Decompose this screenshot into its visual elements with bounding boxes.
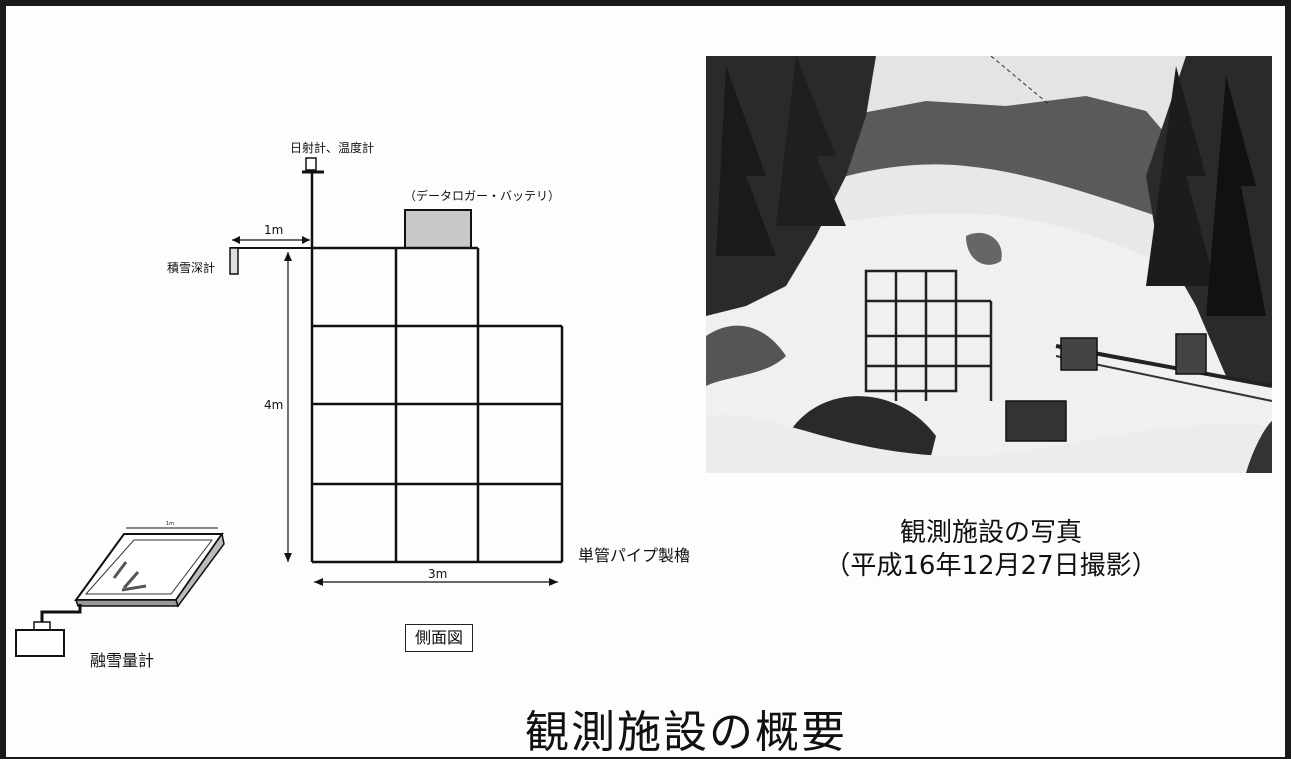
facility-photo <box>706 56 1272 473</box>
snow-depth-gauge <box>229 247 239 275</box>
side-view-label: 側面図 <box>405 624 473 652</box>
dim-bottom-label: 3m <box>428 567 447 581</box>
tower-diagram: 日射計、温度計 （データロガー・バッテリ） 積雪深計 1m <box>15 140 690 670</box>
photo-caption-line2: （平成16年12月27日撮影） <box>824 551 1158 581</box>
dim-height-label: 4m <box>264 398 283 412</box>
melt-gauge: 1m <box>15 521 225 657</box>
dim-top-label: 1m <box>264 223 283 237</box>
slide-title: 観測施設の概要 <box>525 707 847 758</box>
svg-text:1m: 1m <box>166 521 174 527</box>
sensor-label: 日射計、温度計 <box>290 140 374 155</box>
data-logger-box <box>404 209 472 249</box>
tower-grid <box>310 246 564 564</box>
tower-label: 単管パイプ製櫓 <box>578 546 690 565</box>
photo-illustration <box>706 56 1272 473</box>
photo-caption-line1: 観測施設の写真 <box>899 518 1082 548</box>
snow-depth-label: 積雪深計 <box>167 260 215 275</box>
melt-gauge-label: 融雪量計 <box>90 651 154 670</box>
sensor-box <box>305 157 317 171</box>
logger-label: （データロガー・バッテリ） <box>404 188 560 203</box>
